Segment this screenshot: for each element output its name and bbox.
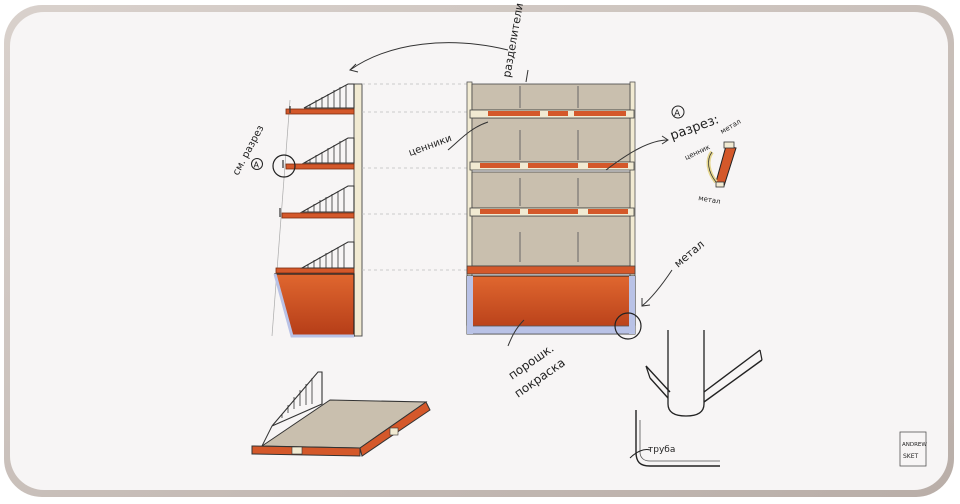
dividers-arrow (349, 42, 509, 71)
signature-line1: ANDREW (902, 442, 927, 448)
front-shelf-2 (469, 161, 635, 171)
front-shelf-1 (469, 109, 635, 119)
metal-bottom-label: метал (698, 194, 721, 206)
front-base (466, 275, 636, 335)
section-detail-drawing (706, 141, 737, 188)
side-shelf-4 (275, 241, 355, 274)
corner-callout-circle (614, 312, 642, 340)
side-shelf-1 (285, 83, 355, 115)
side-shelf-3 (279, 185, 355, 219)
section-callout-circle (272, 154, 296, 178)
section-mark: А (674, 109, 681, 119)
section-mark-circle (671, 105, 685, 119)
signature-line2: SKET (903, 453, 919, 460)
front-shelf-3 (469, 207, 635, 217)
front-view (466, 81, 642, 340)
signature-box (899, 431, 927, 467)
corner-detail (629, 330, 763, 467)
section-ref-mark-circle (251, 158, 263, 170)
tube-label: труба (648, 445, 675, 455)
side-shelf-2 (282, 137, 355, 170)
section-ref-mark: А (254, 161, 260, 170)
perspective-shelf (251, 371, 431, 457)
side-view (271, 83, 468, 338)
